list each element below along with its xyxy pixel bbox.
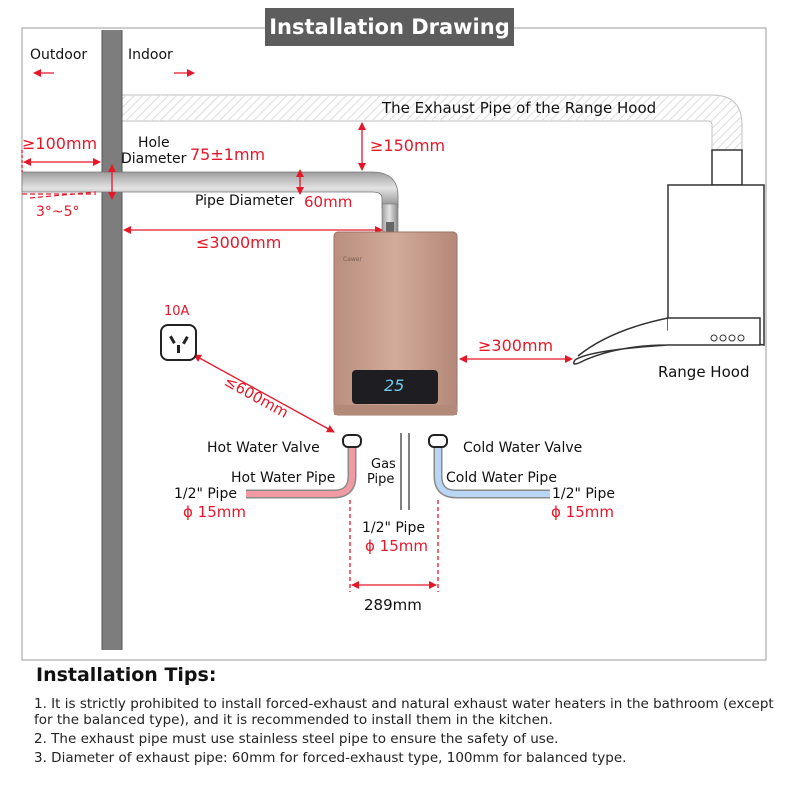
heater-exhaust-pipe [21,171,399,234]
pipe-diameter-value: 60mm [304,193,353,211]
hot-water-valve [342,434,362,448]
dimension-lines [21,69,573,592]
diameter-label: Diameter [121,151,187,167]
hole-diameter-value: 75±1mm [190,145,266,164]
pipe-diameter-label: Pipe Diameter [195,193,295,209]
outdoor-label: Outdoor [30,47,88,63]
exhaust-pipe-range-hood-label: The Exhaust Pipe of the Range Hood [382,99,657,117]
left-pipe-size: 1/2" Pipe [174,486,237,502]
socket-rating-label: 10A [164,304,190,319]
water-heater [333,231,458,416]
spacing-label: 289mm [364,596,422,614]
heater-display [352,370,438,404]
left-pipe-diameter: ϕ 15mm [183,503,246,521]
cold-water-valve-label: Cold Water Valve [463,440,583,456]
top-clearance-label: ≥150mm [370,136,446,155]
gas-label: Gas [371,457,396,472]
tip-item: 1. It is strictly prohibited to install … [34,696,774,728]
power-socket [160,324,197,361]
hood-distance-label: ≥300mm [478,336,554,355]
cold-water-valve [428,434,448,448]
max-length-label: ≤3000mm [196,233,282,252]
center-pipe-diameter: ϕ 15mm [365,537,428,555]
slope-label: 3°~5° [36,204,80,220]
outer-length-label: ≥100mm [22,134,98,153]
cold-water-pipe [433,440,550,499]
center-pipe-size: 1/2" Pipe [362,520,425,536]
range-hood-label: Range Hood [658,363,750,381]
tip-item: 3. Diameter of exhaust pipe: 60mm for fo… [34,750,627,766]
page-title: Installation Drawing [265,8,514,46]
range-hood [573,149,765,365]
right-pipe-size: 1/2" Pipe [552,486,615,502]
hot-water-valve-label: Hot Water Valve [207,440,320,456]
right-pipe-diameter: ϕ 15mm [551,503,614,521]
tip-item: 2. The exhaust pipe must use stainless s… [34,731,559,747]
gas-pipe-label: Pipe [367,472,395,487]
hot-water-pipe [246,440,357,499]
cold-water-pipe-label: Cold Water Pipe [446,470,557,486]
display-value: 25 [384,376,405,395]
heater-brand: Cawer [343,256,362,263]
hot-water-pipe-label: Hot Water Pipe [231,470,336,486]
installation-tips: Installation Tips: 1. It is strictly pro… [34,664,776,769]
gas-pipe [400,433,410,510]
hole-label: Hole [138,135,170,151]
indoor-label: Indoor [128,47,173,63]
tips-heading: Installation Tips: [36,664,217,686]
wall [102,30,122,650]
